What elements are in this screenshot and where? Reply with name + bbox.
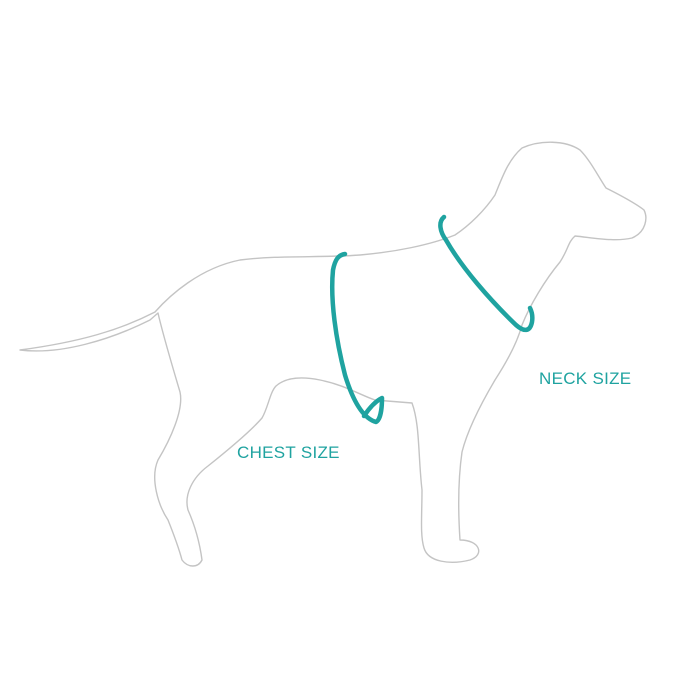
neck-measure-loop-icon bbox=[438, 214, 535, 333]
chest-measure-loop-icon bbox=[329, 251, 385, 425]
chest-size-label: CHEST SIZE bbox=[237, 443, 340, 462]
dog-outline-icon bbox=[19, 141, 647, 567]
neck-size-label: NECK SIZE bbox=[539, 369, 632, 388]
